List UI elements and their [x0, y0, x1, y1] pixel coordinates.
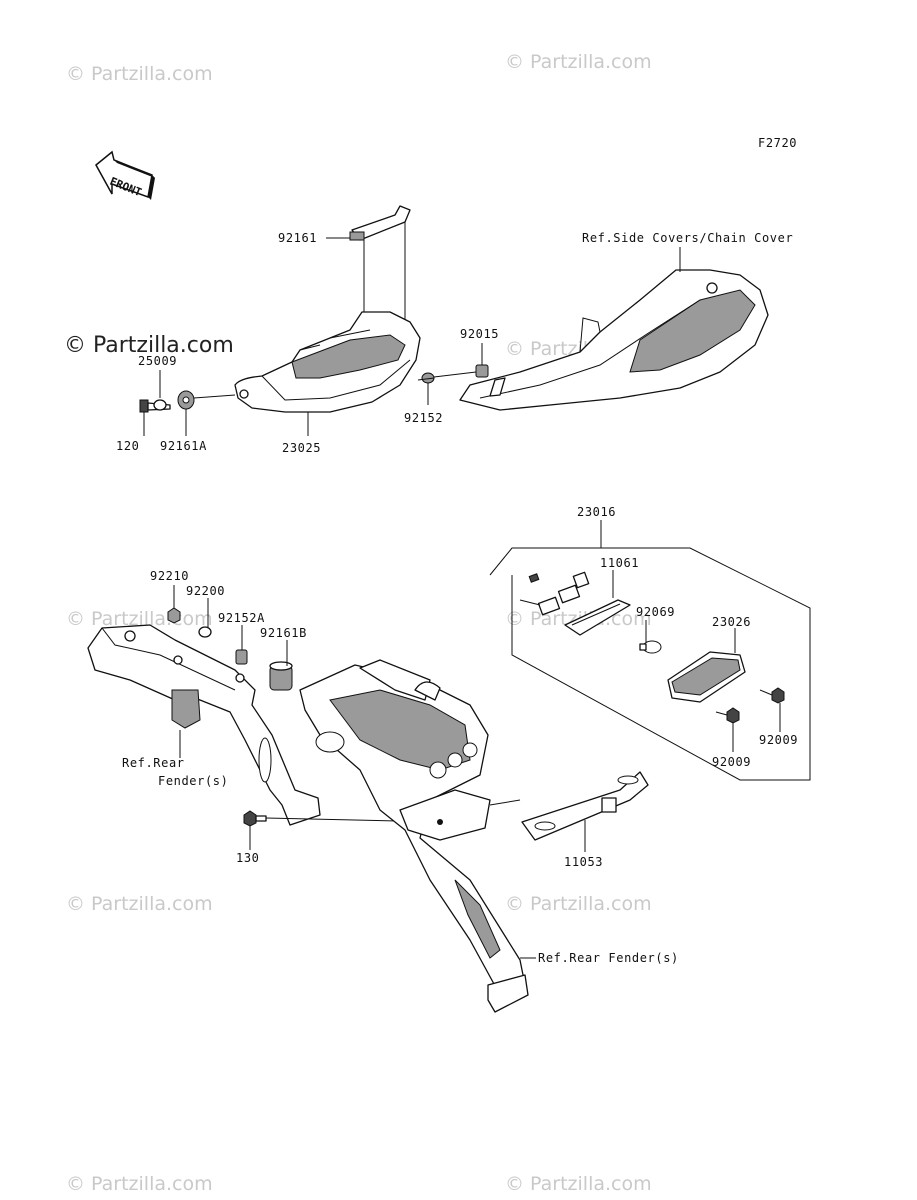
- watermark: © Partzilla.com: [66, 1173, 213, 1195]
- label-92069: 92069: [636, 605, 675, 619]
- watermark: © Partzilla.com: [505, 1173, 652, 1195]
- label-11053: 11053: [564, 855, 603, 869]
- label-23026: 23026: [712, 615, 751, 629]
- label-120: 120: [116, 439, 139, 453]
- part-92015-damper: [475, 364, 489, 378]
- part-92161A-grommet: [177, 390, 195, 410]
- watermarks: © Partzilla.com © Partzilla.com © Partzi…: [64, 51, 652, 1195]
- part-92152A-collar: [235, 649, 248, 665]
- label-ref-rear-fender-1: Ref.Rear: [122, 756, 185, 770]
- part-92069-bulb: [639, 640, 662, 654]
- part-25009-washer: [153, 399, 167, 411]
- watermark: © Partzilla.com: [505, 893, 652, 915]
- watermark: © Partzilla.com: [66, 893, 213, 915]
- part-92210-nut: [167, 607, 181, 624]
- part-11053-license-bracket: [521, 771, 649, 841]
- label-23025: 23025: [282, 441, 321, 455]
- label-92009: 92009: [712, 755, 751, 769]
- label-130: 130: [236, 851, 259, 865]
- part-92009-screw: [759, 687, 785, 704]
- part-23025-seat-cowl: [234, 311, 421, 413]
- part-92009-screw: [715, 707, 740, 724]
- part-92200-washer: [198, 626, 212, 638]
- part-rear-fender-bracket: [87, 624, 321, 826]
- watermark: © Partzilla.com: [66, 63, 213, 85]
- figure-code: F2720: [758, 136, 797, 150]
- label-ref-rear-fender-2: Fender(s): [158, 774, 228, 788]
- label-92200: 92200: [186, 584, 225, 598]
- front-arrow-icon: FRONT: [95, 150, 155, 200]
- label-25009: 25009: [138, 354, 177, 368]
- part-11061-socket: [519, 571, 631, 636]
- part-130-bolt: [243, 810, 267, 827]
- label-92161B: 92161B: [260, 626, 307, 640]
- label-ref-rear-fender-bottom: Ref.Rear Fender(s): [538, 951, 679, 965]
- part-23026-lens: [667, 651, 746, 703]
- part-92161B-grommet: [269, 661, 293, 691]
- label-ref-side-covers: Ref.Side Covers/Chain Cover: [582, 231, 793, 245]
- label-92161: 92161: [278, 231, 317, 245]
- part-92161-clip: [349, 205, 411, 241]
- label-92210: 92210: [150, 569, 189, 583]
- part-rear-fender-housing: [299, 659, 529, 1013]
- label-92152: 92152: [404, 411, 443, 425]
- featured-watermark: © Partzilla.com: [64, 333, 234, 358]
- label-92009: 92009: [759, 733, 798, 747]
- group-23016-box: [489, 547, 811, 781]
- label-92015: 92015: [460, 327, 499, 341]
- part-side-cover-reference: [459, 269, 769, 411]
- watermark: © Partzilla.com: [505, 51, 652, 73]
- label-11061: 11061: [600, 556, 639, 570]
- label-23016: 23016: [577, 505, 616, 519]
- label-92161A: 92161A: [160, 439, 207, 453]
- label-92152A: 92152A: [218, 611, 265, 625]
